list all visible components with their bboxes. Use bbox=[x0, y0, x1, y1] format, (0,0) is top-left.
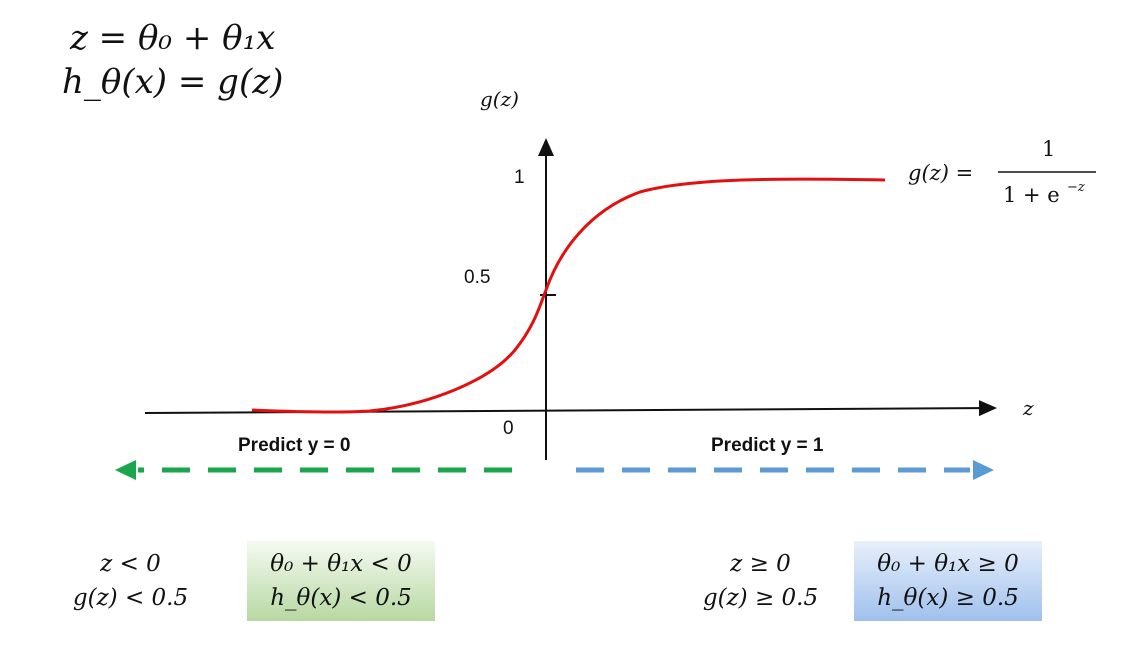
right-box-line2: h_θ(x) ≥ 0.5 bbox=[877, 585, 1019, 611]
left-arrowhead bbox=[115, 460, 136, 480]
predict-y0-label: Predict y = 0 bbox=[238, 435, 350, 456]
left-cond-g: g(z) < 0.5 bbox=[72, 585, 189, 611]
right-arrowhead bbox=[973, 460, 994, 480]
function-lhs: g(z) = bbox=[908, 161, 973, 185]
left-cond-z: z < 0 bbox=[100, 551, 161, 577]
function-numerator: 1 bbox=[1042, 137, 1055, 161]
tick-label-1: 1 bbox=[514, 167, 525, 188]
left-box-line1: θ₀ + θ₁x < 0 bbox=[270, 551, 412, 577]
equation-z: z = θ₀ + θ₁x bbox=[69, 18, 276, 58]
left-conditions: z < 0 g(z) < 0.5 bbox=[58, 547, 203, 615]
tick-label-0: 0 bbox=[503, 418, 514, 439]
right-theta-box: θ₀ + θ₁x ≥ 0 h_θ(x) ≥ 0.5 bbox=[854, 541, 1042, 621]
predict-y1-label: Predict y = 1 bbox=[711, 435, 824, 456]
right-cond-g: g(z) ≥ 0.5 bbox=[702, 585, 819, 611]
left-box-line2: h_θ(x) < 0.5 bbox=[270, 585, 412, 611]
right-conditions: z ≥ 0 g(z) ≥ 0.5 bbox=[688, 547, 833, 615]
y-axis-label: g(z) bbox=[480, 87, 519, 111]
x-axis-label: z bbox=[1022, 396, 1034, 420]
right-box-line1: θ₀ + θ₁x ≥ 0 bbox=[877, 551, 1019, 577]
function-denominator: 1 + e bbox=[1003, 183, 1060, 207]
top-equations: z = θ₀ + θ₁x h_θ(x) = g(z) bbox=[62, 16, 283, 104]
sigmoid-curve bbox=[251, 177, 886, 414]
left-theta-box: θ₀ + θ₁x < 0 h_θ(x) < 0.5 bbox=[247, 541, 435, 621]
function-exponent: −z bbox=[1067, 180, 1085, 195]
tick-label-half: 0.5 bbox=[464, 267, 490, 288]
right-cond-z: z ≥ 0 bbox=[730, 551, 791, 577]
equation-h: h_θ(x) = g(z) bbox=[62, 62, 284, 102]
